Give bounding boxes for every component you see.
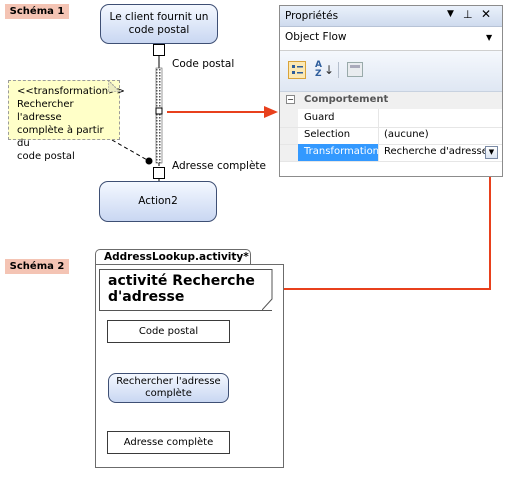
- activity-heading-line-1: activité Recherche: [108, 273, 255, 289]
- output-parameter-label: Adresse complète: [123, 437, 214, 448]
- pin-bottom-label: Adresse complète: [172, 160, 266, 172]
- transformation-note[interactable]: <<transformation>> Rechercher l'adresse …: [8, 80, 125, 162]
- property-pages-icon: [350, 65, 360, 68]
- input-parameter-box[interactable]: Code postal: [107, 320, 230, 343]
- grid-divider: [378, 109, 379, 161]
- note-line-2: complète à partir du: [17, 125, 104, 149]
- categorized-button[interactable]: [288, 61, 306, 79]
- note-anchor-dot: [145, 157, 153, 165]
- activity-tab[interactable]: AddressLookup.activity*: [95, 249, 251, 265]
- property-key: Transformation: [304, 146, 380, 157]
- properties-title: Propriétés: [285, 10, 339, 22]
- note-line-3: code postal: [17, 151, 75, 162]
- property-row-selection[interactable]: Selection (aucune): [280, 127, 502, 144]
- lookup-action-line-2: complète: [145, 388, 192, 399]
- activity-heading-line-2: d'adresse: [108, 289, 185, 305]
- activity-tab-title: AddressLookup.activity*: [104, 251, 249, 263]
- pin-top-label: Code postal: [172, 58, 235, 70]
- schema-1-label: Schéma 1: [5, 4, 69, 19]
- category-label: Comportement: [304, 94, 389, 105]
- input-parameter-label: Code postal: [138, 326, 199, 337]
- flow-handle: [155, 107, 163, 115]
- category-row[interactable]: − Comportement: [280, 92, 502, 109]
- property-key: Selection: [304, 129, 351, 140]
- start-node-label: Le client fournit un code postal: [109, 10, 209, 36]
- start-node[interactable]: Le client fournit un code postal: [100, 4, 218, 44]
- dropdown-arrow-icon[interactable]: ▼: [447, 9, 454, 19]
- chevron-down-icon: ▼: [486, 33, 493, 42]
- activity-header-corner: [262, 269, 273, 311]
- activity-header: activité Recherche d'adresse: [99, 269, 272, 311]
- object-flow-selected: [155, 67, 163, 164]
- properties-titlebar: Propriétés ▼ ⊥ ✕: [280, 6, 502, 27]
- schema-2-label: Schéma 2: [5, 259, 69, 274]
- property-value: (aucune): [384, 129, 429, 140]
- grid-gutter: [280, 109, 298, 161]
- action2-node[interactable]: Action2: [99, 181, 217, 222]
- note-line-1: Rechercher l'adresse: [17, 99, 74, 123]
- toolbar-separator: [338, 62, 339, 78]
- close-icon[interactable]: ✕: [481, 7, 492, 21]
- input-pin[interactable]: [153, 44, 165, 56]
- property-pages-button[interactable]: [347, 62, 363, 77]
- lookup-action-line-1: Rechercher l'adresse: [116, 375, 221, 387]
- output-parameter-box[interactable]: Adresse complète: [107, 431, 230, 454]
- action2-label: Action2: [138, 194, 178, 207]
- object-selector[interactable]: Object Flow ▼: [280, 26, 502, 51]
- note-anchor-line: [111, 139, 150, 162]
- collapse-icon[interactable]: −: [286, 95, 295, 104]
- pin-icon[interactable]: ⊥: [463, 8, 473, 21]
- output-pin[interactable]: [153, 167, 165, 179]
- value-dropdown-button[interactable]: ▼: [485, 146, 498, 159]
- property-row-transformation[interactable]: Transformation Recherche d'adresse ▼: [280, 144, 502, 161]
- object-selector-value: Object Flow: [285, 31, 347, 43]
- callout-arrow-2: [262, 159, 491, 290]
- categorized-icon: [292, 65, 303, 74]
- lookup-action-node[interactable]: Rechercher l'adresse complète: [108, 373, 229, 403]
- property-row-guard[interactable]: Guard: [280, 110, 502, 127]
- note-fold-icon: [108, 80, 120, 92]
- note-stereotype: <<transformation>>: [17, 86, 125, 97]
- property-key: Guard: [304, 112, 335, 123]
- property-value: Recherche d'adresse: [384, 146, 488, 157]
